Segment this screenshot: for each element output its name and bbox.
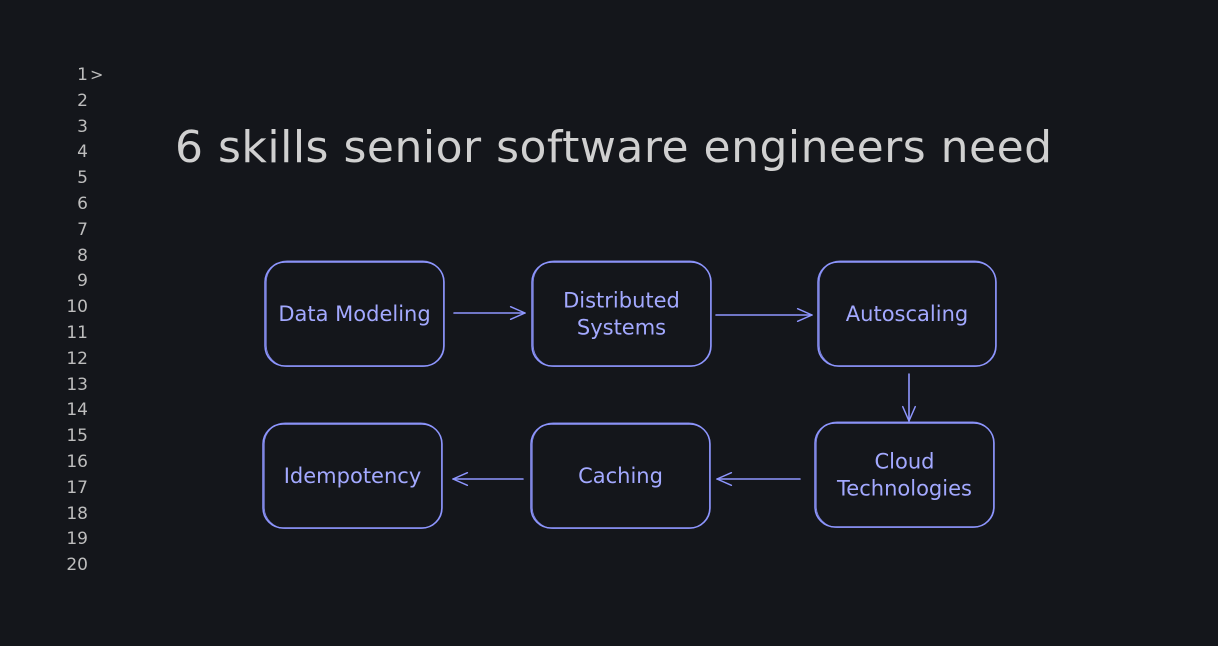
line-number: 11 <box>60 320 102 346</box>
line-number: 17 <box>60 475 102 501</box>
line-number: 5 <box>60 165 102 191</box>
line-number-text: 19 <box>66 529 88 550</box>
node-label: Autoscaling <box>846 302 968 326</box>
line-number-text: 11 <box>66 323 88 343</box>
node-autoscaling: Autoscaling <box>817 260 997 367</box>
node-box <box>814 422 995 528</box>
line-number-text: 7 <box>77 219 88 240</box>
line-number: 15 <box>60 423 102 449</box>
node-box-sketch <box>265 260 445 367</box>
fold-chevron-icon[interactable]: > <box>90 65 104 84</box>
line-number-text: 15 <box>66 426 88 447</box>
node-label: Systems <box>577 316 666 340</box>
line-number: 2 <box>60 88 102 114</box>
line-number-text: 9 <box>77 271 88 292</box>
node-box <box>531 261 712 367</box>
line-number-text: 3 <box>77 116 88 137</box>
node-label: Cloud <box>875 450 935 474</box>
node-box-sketch <box>532 260 712 367</box>
line-number: 14 <box>60 397 102 423</box>
line-number-text: 4 <box>77 142 88 163</box>
node-box-sketch <box>818 260 997 367</box>
line-number-text: 1 <box>77 65 88 85</box>
line-number: 10 <box>60 294 102 320</box>
node-box-sketch <box>263 422 443 529</box>
line-number: 4 <box>60 139 102 165</box>
line-number: 3 <box>60 114 102 140</box>
line-number-text: 18 <box>66 503 88 524</box>
node-label: Technologies <box>836 477 972 501</box>
line-number-text: 16 <box>66 452 88 472</box>
page-title: 6 skills senior software engineers need <box>175 122 1053 173</box>
line-number-text: 13 <box>66 374 88 395</box>
line-number: 6 <box>60 191 102 217</box>
line-number-text: 5 <box>77 168 88 189</box>
node-label: Idempotency <box>284 464 422 488</box>
line-number: 18 <box>60 501 102 527</box>
line-number: 13 <box>60 372 102 398</box>
line-number-text: 10 <box>66 297 88 318</box>
node-caching: Caching <box>530 422 711 529</box>
line-number-text: 12 <box>66 348 88 369</box>
line-number: 12 <box>60 346 102 372</box>
node-label: Caching <box>578 464 663 488</box>
line-number: 8 <box>60 243 102 269</box>
node-label: Data Modeling <box>278 302 430 326</box>
line-number-text: 17 <box>66 477 88 498</box>
node-box-sketch <box>531 422 711 529</box>
line-number-text: 6 <box>77 194 88 214</box>
node-idempotency: Idempotency <box>262 422 443 529</box>
line-number-text: 14 <box>66 400 88 421</box>
line-number: 9 <box>60 268 102 294</box>
line-number-text: 20 <box>66 555 88 576</box>
line-number-text: 2 <box>77 90 88 111</box>
node-box-sketch <box>815 421 995 528</box>
line-number-text: 8 <box>77 245 88 266</box>
line-number: 20 <box>60 552 102 578</box>
line-number: 1> <box>60 62 104 88</box>
line-number: 19 <box>60 526 102 552</box>
node-label: Distributed <box>563 289 680 313</box>
node-data-modeling: Data Modeling <box>264 260 445 367</box>
line-number: 16 <box>60 449 102 475</box>
line-number: 7 <box>60 217 102 243</box>
